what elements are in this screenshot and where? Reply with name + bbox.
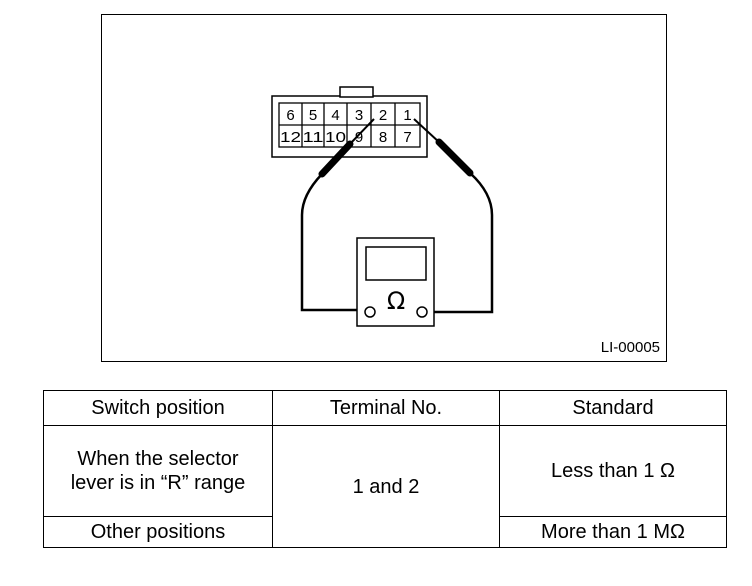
- cell-terminal: 1 and 2: [272, 425, 500, 548]
- header-switch-position: Switch position: [43, 390, 273, 426]
- meter-display: [365, 246, 427, 281]
- meter-terminal-right: [416, 306, 428, 318]
- ohmmeter: Ω: [356, 237, 435, 327]
- connector-pin-10: 10: [325, 129, 346, 146]
- table-header-row: Switch position Terminal No. Standard: [43, 390, 727, 426]
- connector-latch: [339, 86, 374, 98]
- connector-pin-1: 1: [403, 107, 411, 124]
- connector-pin-4: 4: [331, 107, 339, 124]
- connector-pin-9: 9: [355, 129, 363, 146]
- connector-pin-5: 5: [309, 107, 317, 124]
- connector-pin-8: 8: [379, 129, 387, 146]
- left-test-probe: [300, 118, 375, 312]
- spec-table: Switch position Terminal No. Standard Wh…: [43, 390, 727, 548]
- meter-terminal-left: [364, 306, 376, 318]
- figure-code: LI-00005: [600, 339, 660, 356]
- connector-pin-12: 12: [280, 129, 301, 146]
- connector-pin-2: 2: [379, 107, 387, 124]
- header-standard: Standard: [499, 390, 727, 426]
- connector-pin-7: 7: [403, 129, 411, 146]
- header-terminal-no: Terminal No.: [272, 390, 500, 426]
- cell-position: When the selector lever is in “R” range: [43, 425, 273, 517]
- right-test-probe: [413, 118, 494, 314]
- ohm-symbol: Ω: [387, 287, 405, 315]
- connector-pin-11: 11: [303, 129, 324, 146]
- table-row: Other positions More than 1 MΩ: [43, 516, 727, 548]
- connector-pin-6: 6: [286, 107, 294, 124]
- cell-standard: Less than 1 Ω: [499, 425, 727, 517]
- cell-position: Other positions: [43, 516, 273, 548]
- cell-standard: More than 1 MΩ: [499, 516, 727, 548]
- table-row: When the selector lever is in “R” range …: [43, 425, 727, 548]
- connector-pin-3: 3: [355, 107, 363, 124]
